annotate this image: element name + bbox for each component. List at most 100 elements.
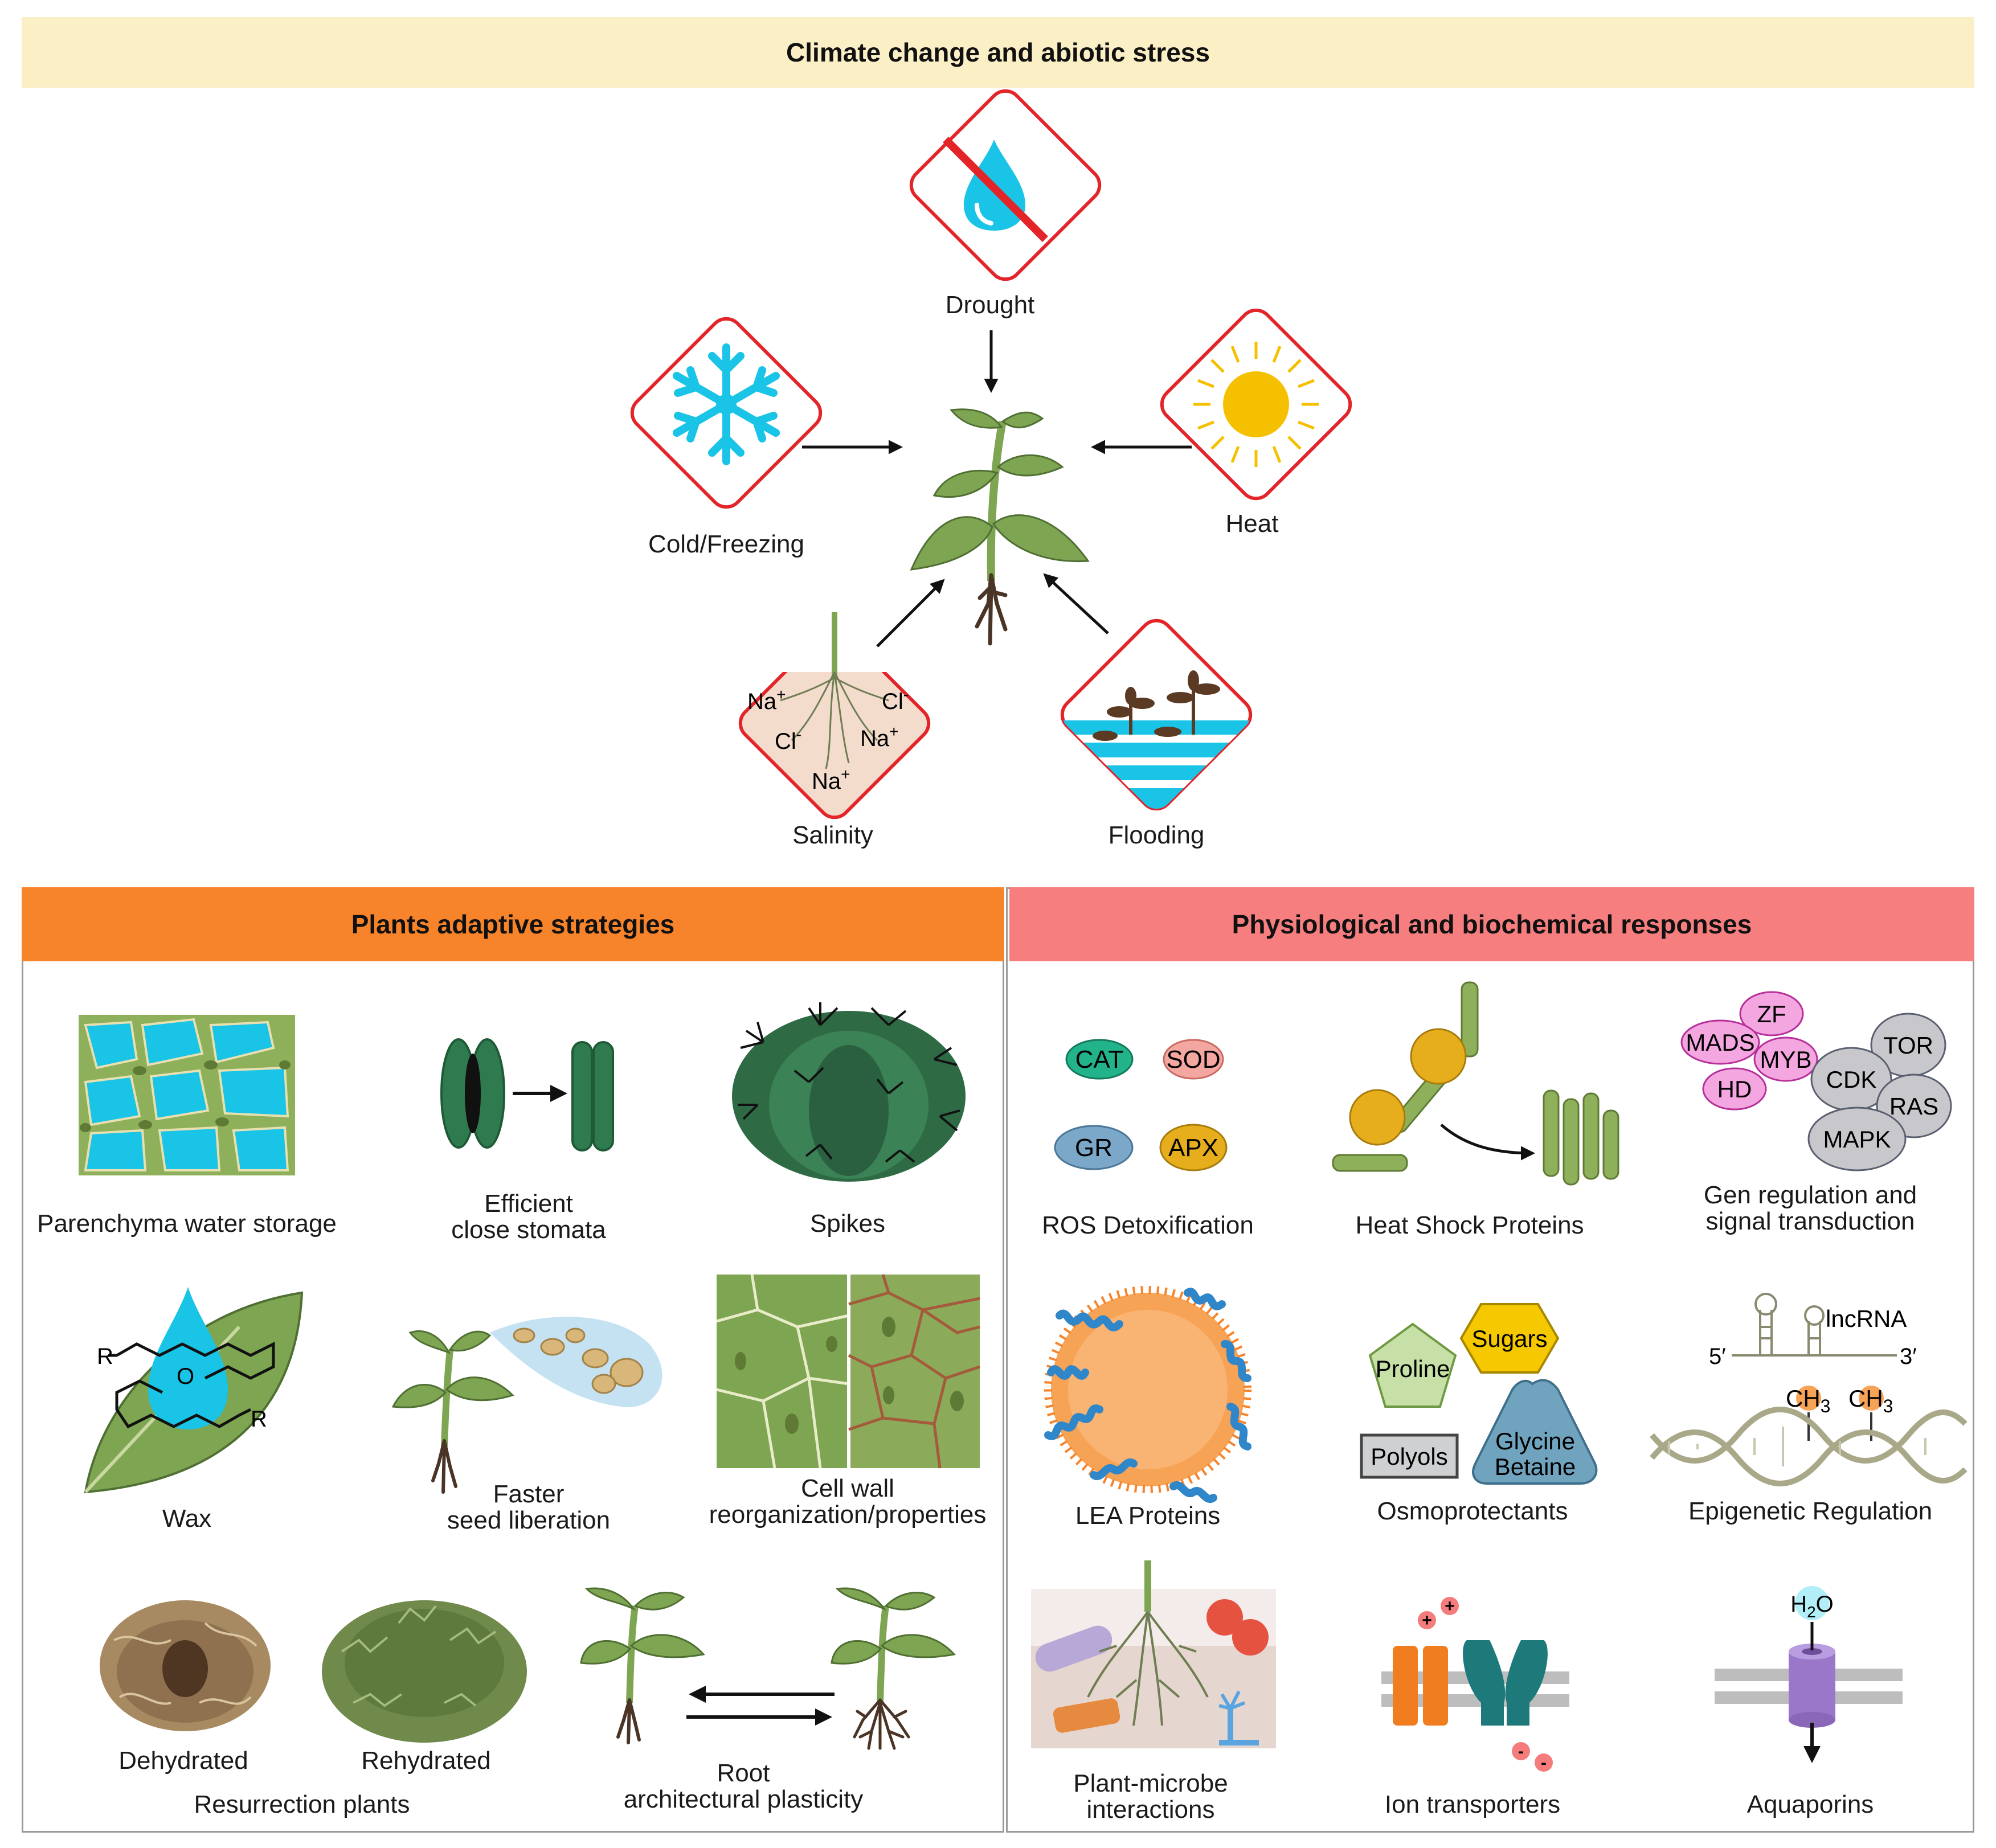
lea-label: LEA Proteins (1075, 1502, 1221, 1530)
parenchyma-icon (79, 1015, 295, 1175)
right-panel-title: Physiological and biochemical responses (1232, 909, 1752, 939)
factor-myb: MYB (1760, 1046, 1811, 1073)
enzyme-apx: APX (1168, 1134, 1218, 1162)
rehydrated-plant-icon (322, 1600, 527, 1743)
enzyme-sod: SOD (1166, 1046, 1220, 1073)
central-plant-icon (910, 408, 1090, 646)
sun-sign (1160, 308, 1352, 501)
header-title: Climate change and abiotic stress (786, 38, 1210, 67)
snowflake-sign (630, 317, 823, 509)
osmo-polyols: Polyols (1371, 1443, 1447, 1470)
ion-minus-2: - (1541, 1753, 1547, 1772)
hsp-label: Heat Shock Proteins (1355, 1211, 1584, 1239)
ion-plus-2: + (1445, 1597, 1455, 1616)
enzyme-gr: GR (1075, 1134, 1112, 1162)
gene-label-line1: Gen regulation and (1703, 1181, 1917, 1209)
root-label-line2: architectural plasticity (623, 1785, 864, 1813)
heat-shock-protein-icon (1332, 981, 1619, 1186)
gene-label-line2: signal transduction (1705, 1207, 1915, 1235)
ion-cl-1: Cl- (882, 686, 909, 714)
ion-transporter-icon: + + - - (1381, 1597, 1569, 1772)
epigenetic-icon: lncRNA 5′ 3′ CH3 CH3 (1650, 1293, 1968, 1486)
osmo-glycine: Glycine (1495, 1428, 1575, 1454)
ion-na-3: Na+ (812, 765, 850, 794)
stomata-icon (440, 1038, 614, 1152)
biochemical-responses-art: CAT SOD GR APX ZF MADS MYB (1031, 981, 1968, 1772)
drought-label: Drought (945, 291, 1035, 319)
stomata-label-line2: close stomata (451, 1216, 606, 1244)
methyl-2: CH3 (1848, 1385, 1893, 1416)
osmoprotectants-icon: Proline Sugars Polyols Glycine Betaine (1360, 1303, 1598, 1485)
wax-label: Wax (162, 1505, 212, 1533)
heat-label: Heat (1225, 510, 1279, 538)
three-prime: 3′ (1900, 1344, 1917, 1369)
ion-na-2: Na+ (860, 723, 899, 751)
water-molecule: H2O (1790, 1592, 1834, 1621)
factor-cdk: CDK (1826, 1066, 1877, 1093)
wax-r-top: R (97, 1344, 113, 1369)
factor-mapk: MAPK (1823, 1126, 1891, 1153)
salinity-sign: Na+ Cl- Cl- Na+ Na+ (738, 569, 931, 819)
ion-label: Ion transporters (1384, 1790, 1561, 1818)
factor-hd: HD (1717, 1076, 1752, 1103)
stomata-label-line1: Efficient (484, 1190, 573, 1218)
resurrection-label: Resurrection plants (194, 1790, 410, 1818)
microbe-label-line2: interactions (1086, 1796, 1215, 1824)
stress-diagram: Na+ Cl- Cl- Na+ Na+ (630, 89, 1352, 819)
enzyme-cat: CAT (1075, 1046, 1124, 1073)
ion-na-1: Na+ (747, 686, 786, 714)
right-panel-header: Physiological and biochemical responses (1009, 887, 1974, 961)
spikes-label: Spikes (809, 1210, 886, 1238)
cell-wall-icon (716, 1274, 980, 1469)
flooding-label: Flooding (1108, 821, 1205, 849)
left-panel-header: Plants adaptive strategies (22, 887, 1004, 961)
seed-liberation-icon (391, 1317, 662, 1494)
header-banner: Climate change and abiotic stress (22, 17, 1974, 88)
lea-protein-icon (1044, 1286, 1251, 1503)
left-panel-title: Plants adaptive strategies (351, 909, 675, 939)
aquaporins-label: Aquaporins (1746, 1790, 1874, 1818)
ros-label: ROS Detoxification (1042, 1211, 1254, 1239)
cold-label: Cold/Freezing (648, 530, 804, 558)
small-root-plant (580, 1587, 705, 1744)
osmo-proline: Proline (1376, 1355, 1450, 1382)
factor-zf: ZF (1757, 1001, 1786, 1027)
osmo-label: Osmoprotectants (1377, 1497, 1568, 1525)
seed-label-line1: Faster (493, 1480, 565, 1508)
seed-label-line2: seed liberation (447, 1506, 611, 1534)
salinity-label: Salinity (792, 821, 873, 849)
dehydrated-label: Dehydrated (118, 1747, 248, 1775)
factor-mads: MADS (1686, 1029, 1754, 1056)
factor-tor: TOR (1883, 1032, 1933, 1059)
wax-leaf-icon: R O R (84, 1287, 304, 1494)
osmo-sugars: Sugars (1471, 1325, 1547, 1352)
gene-regulation-icon: ZF MADS MYB HD TOR CDK RAS MAPK (1680, 991, 1952, 1171)
rehydrated-label: Rehydrated (361, 1747, 491, 1775)
wax-r-bottom: R (251, 1407, 267, 1432)
root-label-line1: Root (717, 1759, 770, 1787)
adaptive-strategies-art: R O R (79, 1002, 980, 1750)
lncrna-label: lncRNA (1826, 1305, 1907, 1332)
sun-icon (1193, 342, 1319, 467)
cactus-spikes-icon (732, 1002, 966, 1182)
parenchyma-label: Parenchyma water storage (37, 1210, 337, 1238)
aquaporin-icon: H2O (1715, 1586, 1903, 1763)
methyl-1: CH3 (1786, 1385, 1830, 1416)
dehydrated-plant-icon (100, 1600, 271, 1731)
ros-enzymes-icon: CAT SOD GR APX (1054, 1039, 1228, 1171)
large-root-plant (831, 1587, 956, 1750)
ion-minus-1: - (1518, 1742, 1524, 1761)
five-prime: 5′ (1709, 1344, 1726, 1369)
stress-arrows (802, 330, 1192, 648)
wax-o: O (177, 1364, 194, 1389)
ion-cl-2: Cl- (775, 726, 801, 754)
ion-plus-1: + (1422, 1611, 1432, 1630)
cellwall-label-line1: Cell wall (801, 1474, 894, 1502)
epigenetic-label: Epigenetic Regulation (1688, 1497, 1933, 1525)
osmo-betaine: Betaine (1495, 1453, 1576, 1480)
root-plasticity-icon (580, 1587, 956, 1750)
drought-sign (909, 89, 1102, 281)
cellwall-label-line2: reorganization/properties (709, 1501, 987, 1529)
factor-ras: RAS (1889, 1093, 1938, 1120)
microbe-label-line1: Plant-microbe (1073, 1769, 1228, 1797)
